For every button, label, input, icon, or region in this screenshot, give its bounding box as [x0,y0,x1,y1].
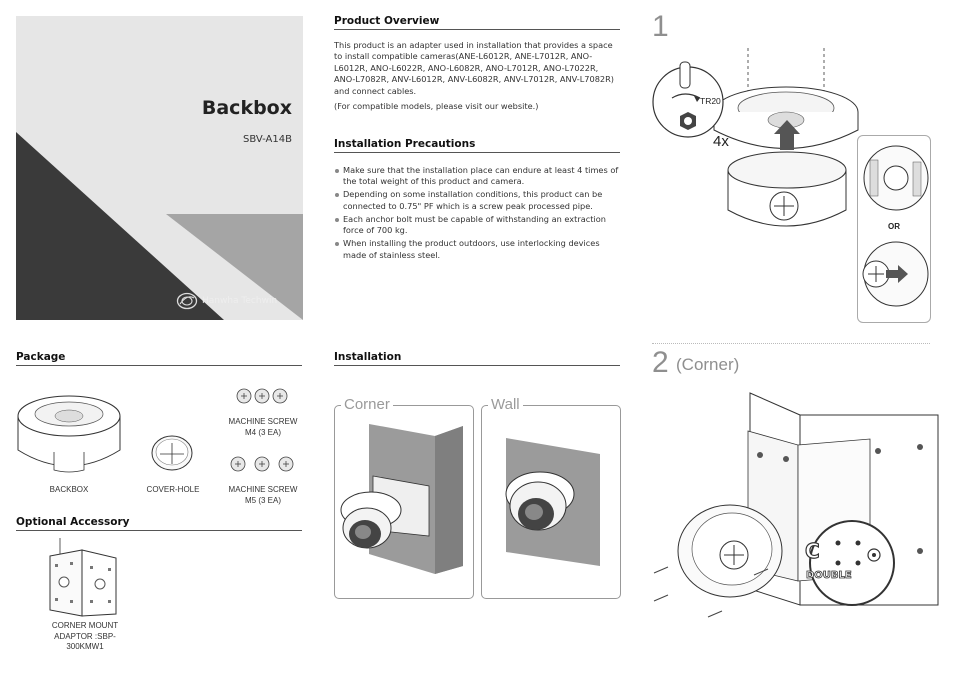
brand-logo: Hanwha Techwin [176,292,277,310]
hanwha-logo-icon [176,292,198,310]
corner-mount-illustration [49,538,117,617]
backbox-caption: BACKBOX [49,485,89,494]
cover-hole-illustration [151,435,193,471]
brand-name: Hanwha Techwin [202,296,278,306]
step1-number: 1 [652,10,669,43]
corner-panel: Corner [334,396,474,599]
step2-illustration [653,392,939,618]
section-divider [652,343,930,344]
optional-accessory-heading: Optional Accessory [16,516,302,531]
arrow-up-icon [774,120,800,150]
arrow-right-icon [886,265,908,283]
step2-plate-letter: C [804,538,820,563]
screw-m5-caption: MACHINE SCREW M5 (3 EA) [228,485,298,505]
corner-panel-label: Corner [341,396,393,413]
wall-panel-label: Wall [488,396,523,413]
precautions-heading: Installation Precautions [334,138,620,153]
cover-hole-caption: COVER-HOLE [146,485,200,494]
step2-label: (Corner) [676,355,740,374]
precaution-item: Each anchor bolt must be capable of with… [334,214,622,237]
corner-mount-caption: CORNER MOUNT ADAPTOR :SBP-300KMW1 [51,621,119,651]
or-label: OR [888,222,900,231]
cover-model: SBV-A14B [243,134,292,145]
torx-screw-icon [680,112,696,130]
step2-plate-text: DOUBLE [806,570,853,582]
step1-count: 4x [713,133,729,150]
cover-title: Backbox [201,97,292,119]
step2-number: 2 [652,346,669,379]
cover-panel: Backbox SBV-A14B Hanwha Techwin [16,16,303,320]
installation-heading: Installation [334,351,620,366]
step1-illustration [652,48,859,227]
product-overview-paragraph: This product is an adapter used in insta… [334,40,615,96]
product-overview-note: (For compatible models, please visit our… [334,101,539,111]
step1-tool-label: TR20 [700,96,721,106]
cover-background [16,16,303,320]
precautions-list: Make sure that the installation place ca… [334,165,622,263]
screw-m5-illustration [230,456,294,472]
screw-m4-caption: MACHINE SCREW M4 (3 EA) [228,417,298,437]
wall-install-illustration [505,438,600,566]
precaution-item: Make sure that the installation place ca… [334,165,622,188]
step1-option-box: OR [857,135,931,323]
corner-install-illustration [340,424,463,574]
cable-entry-top-diagram [863,145,929,211]
backbox-illustration [17,395,121,473]
package-heading: Package [16,351,302,366]
screw-m4-illustration [236,388,288,404]
wall-panel: Wall [481,396,621,599]
precaution-item: When installing the product outdoors, us… [334,238,622,261]
precaution-item: Depending on some installation condition… [334,189,622,212]
cable-entry-side-diagram [862,241,929,307]
product-overview-heading: Product Overview [334,15,620,30]
